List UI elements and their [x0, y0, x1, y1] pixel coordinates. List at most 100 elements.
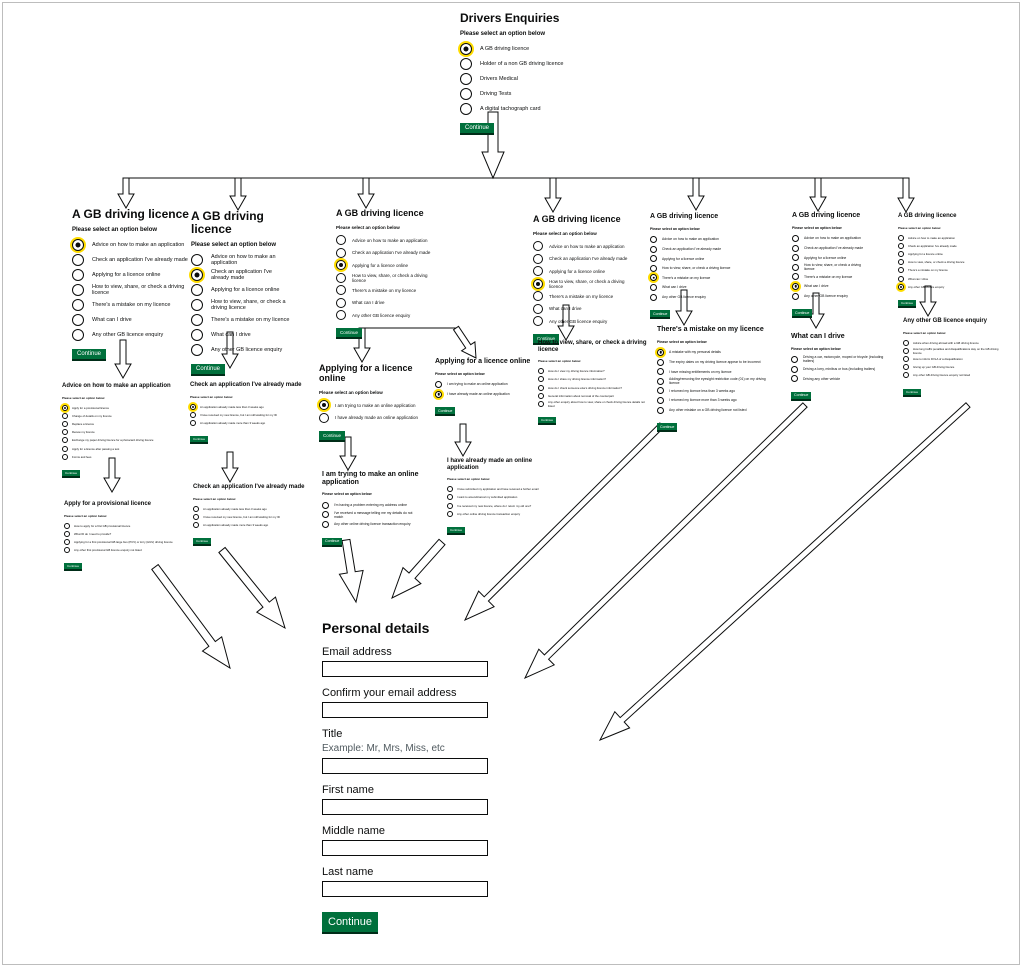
radio-option[interactable]: I have submitted my application and have… — [447, 485, 557, 493]
radio-option[interactable]: How to view, share, or check a driving l… — [72, 282, 192, 297]
radio-icon[interactable] — [336, 310, 346, 321]
radio-icon[interactable] — [650, 245, 657, 253]
radio-icon[interactable] — [336, 272, 346, 283]
radio-icon[interactable] — [460, 87, 472, 100]
radio-icon[interactable] — [792, 254, 799, 262]
radio-icon[interactable] — [72, 298, 84, 311]
radio-icon[interactable] — [193, 522, 199, 529]
radio-option[interactable]: I've received a message telling me my de… — [322, 510, 422, 520]
radio-option[interactable]: Giving up your GB driving licence — [903, 363, 1003, 371]
radio-icon[interactable] — [435, 380, 442, 388]
radio-option[interactable]: Applying for a licence online — [898, 250, 976, 258]
radio-option[interactable]: Replace a licence — [62, 420, 177, 428]
radio-option[interactable]: The expiry dates on my driving licence a… — [657, 357, 767, 367]
radio-option[interactable]: Applying for a licence online — [533, 265, 628, 278]
radio-icon[interactable] — [533, 291, 543, 302]
radio-option[interactable]: Applying for a licence online — [191, 282, 291, 297]
radio-icon[interactable] — [791, 365, 798, 373]
radio-icon[interactable] — [538, 376, 544, 383]
radio-option[interactable]: Any other GB licence enquiry — [792, 291, 872, 301]
radio-option[interactable]: I'm having a problem entering my address… — [322, 500, 422, 510]
last-name-input[interactable] — [322, 881, 488, 897]
radio-icon[interactable] — [657, 348, 664, 356]
radio-option[interactable]: I am trying to make an online applicatio… — [435, 380, 535, 390]
radio-option[interactable]: I have received my new licence, but I am… — [190, 411, 305, 419]
radio-option[interactable]: Check an application I've already made — [898, 242, 976, 250]
continue-button[interactable]: Continue — [533, 334, 560, 344]
radio-icon[interactable] — [460, 42, 472, 55]
radio-icon[interactable] — [319, 400, 329, 411]
radio-icon[interactable] — [190, 420, 196, 427]
continue-button[interactable]: Continue — [538, 417, 557, 424]
radio-option[interactable]: Apply for a provisional licence — [62, 404, 177, 412]
radio-option[interactable]: An application already made more than 3 … — [193, 521, 308, 529]
radio-option[interactable]: Applying for a first provisional GB larg… — [64, 538, 174, 546]
radio-icon[interactable] — [538, 368, 544, 375]
radio-icon[interactable] — [533, 241, 543, 252]
radio-icon[interactable] — [903, 339, 909, 346]
radio-option[interactable]: I have already made an online applicatio… — [319, 411, 429, 424]
radio-option[interactable]: There's a mistake on my licence — [898, 266, 976, 274]
radio-icon[interactable] — [657, 368, 664, 376]
continue-button[interactable]: Continue — [191, 364, 226, 375]
radio-icon[interactable] — [435, 390, 442, 398]
radio-icon[interactable] — [657, 406, 664, 414]
radio-icon[interactable] — [791, 355, 798, 363]
continue-button[interactable]: Continue — [650, 310, 671, 318]
radio-icon[interactable] — [336, 260, 346, 271]
radio-icon[interactable] — [538, 384, 544, 391]
radio-option[interactable]: Renew my licence — [62, 428, 177, 436]
radio-option[interactable]: An application already made less than 3 … — [193, 505, 308, 513]
radio-option[interactable]: Apply for a licence after passing a test — [62, 445, 177, 453]
radio-option[interactable]: Check an application I've already made — [792, 243, 872, 253]
radio-option[interactable]: What can I drive — [650, 283, 740, 293]
radio-icon[interactable] — [336, 297, 346, 308]
radio-option[interactable]: Driving a car, motorcycle, moped or tric… — [791, 355, 886, 365]
radio-icon[interactable] — [62, 421, 68, 428]
radio-icon[interactable] — [657, 387, 664, 395]
radio-icon[interactable] — [72, 238, 84, 251]
radio-option[interactable]: Any other GB driving licence enquiry not… — [903, 371, 1003, 379]
email-input[interactable] — [322, 661, 488, 677]
radio-icon[interactable] — [336, 247, 346, 258]
radio-icon[interactable] — [657, 396, 664, 404]
radio-icon[interactable] — [190, 403, 196, 410]
radio-icon[interactable] — [657, 377, 664, 385]
radio-option[interactable]: Driving any other vehicle — [791, 374, 886, 384]
radio-icon[interactable] — [650, 293, 657, 301]
radio-option[interactable]: How do I view my driving licence informa… — [538, 367, 648, 375]
radio-icon[interactable] — [903, 372, 909, 379]
radio-option[interactable]: How long traffic penalties and disqualif… — [903, 347, 1003, 355]
radio-option[interactable]: There's a mistake on my licence — [191, 312, 291, 327]
radio-option[interactable]: Applying for a licence online — [792, 253, 872, 263]
radio-option[interactable]: A mistake with my personal details — [657, 348, 767, 358]
radio-icon[interactable] — [657, 358, 664, 366]
radio-option[interactable]: Advice on how to make an application — [533, 240, 628, 253]
continue-button[interactable]: Continue — [322, 912, 379, 932]
title-input[interactable] — [322, 758, 488, 774]
radio-icon[interactable] — [336, 285, 346, 296]
radio-icon[interactable] — [322, 511, 329, 519]
radio-icon[interactable] — [650, 255, 657, 263]
continue-button[interactable]: Continue — [190, 436, 209, 443]
radio-icon[interactable] — [447, 494, 453, 501]
radio-icon[interactable] — [650, 264, 657, 272]
radio-icon[interactable] — [460, 57, 472, 70]
radio-icon[interactable] — [191, 253, 203, 266]
radio-option[interactable]: How do I share my driving licence inform… — [538, 375, 648, 383]
radio-option[interactable]: How to view, share, or check a driving l… — [650, 263, 740, 273]
radio-option[interactable]: Advice on how to make an application — [898, 234, 976, 242]
radio-option[interactable]: Any other GB licence enquiry — [898, 283, 976, 291]
radio-icon[interactable] — [447, 486, 453, 493]
radio-icon[interactable] — [791, 375, 798, 383]
radio-icon[interactable] — [903, 347, 909, 354]
radio-option[interactable]: A digital tachograph card — [460, 101, 610, 116]
continue-button[interactable]: Continue — [898, 299, 917, 306]
radio-option[interactable]: Check an application I've already made — [650, 244, 740, 254]
radio-icon[interactable] — [538, 392, 544, 399]
radio-option[interactable]: Check an application I've already made — [336, 246, 436, 259]
radio-icon[interactable] — [64, 539, 70, 546]
radio-option[interactable]: Any other online driving licence transac… — [447, 510, 557, 518]
radio-icon[interactable] — [538, 401, 544, 408]
radio-icon[interactable] — [460, 72, 472, 85]
